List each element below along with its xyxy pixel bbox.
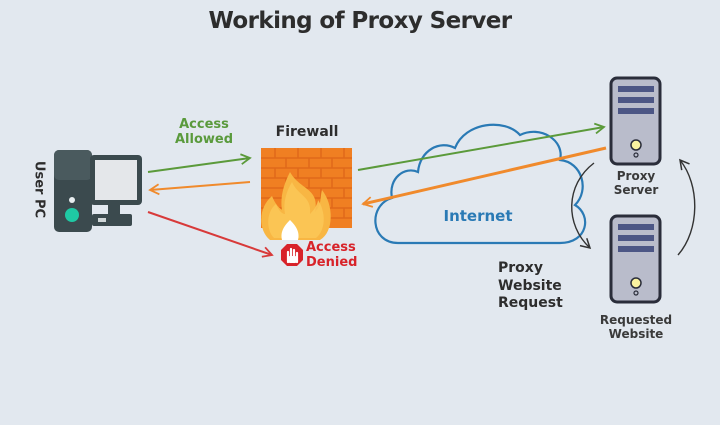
user-pc-icon (54, 150, 142, 232)
internet-label: Internet (443, 207, 513, 225)
proxy-request-line3: Request (498, 295, 563, 311)
proxy-server-line1: Proxy (616, 169, 656, 183)
arrow-proxy-to-website (571, 162, 595, 250)
requested-website-label: Requested Website (588, 313, 684, 342)
access-denied-label: Access Denied (306, 240, 372, 271)
proxy-request-line2: Website (498, 277, 562, 294)
arrow-pc-to-denied (147, 211, 274, 258)
arrow-proxy-to-firewall (361, 146, 607, 208)
access-denied-line1: Access (306, 240, 356, 255)
requested-website-line1: Requested (599, 313, 673, 327)
proxy-server-line2: Server (613, 182, 659, 197)
proxy-request-line1: Proxy (498, 260, 543, 276)
flame-icon (261, 172, 331, 240)
requested-website-line2: Website (608, 326, 664, 341)
access-allowed-line2: Allowed (174, 131, 234, 147)
access-allowed-line1: Access (179, 117, 229, 132)
access-allowed-label: Access Allowed (168, 117, 240, 148)
stop-hand-icon (281, 244, 303, 266)
website-server-icon (609, 214, 662, 304)
diagram-title: Working of Proxy Server (208, 8, 512, 34)
arrow-firewall-to-pc (148, 181, 251, 196)
proxy-server-icon (609, 76, 662, 166)
arrow-website-to-proxy (677, 158, 696, 256)
arrow-pc-to-firewall (147, 153, 252, 173)
access-denied-line2: Denied (306, 254, 358, 270)
internet-cloud-icon (374, 123, 587, 245)
proxy-request-label: Proxy Website Request (498, 260, 588, 313)
proxy-server-label: Proxy Server (596, 169, 676, 198)
user-pc-label: User PC (31, 160, 47, 219)
arrow-firewall-to-proxy (357, 122, 606, 171)
firewall-label: Firewall (275, 124, 339, 140)
